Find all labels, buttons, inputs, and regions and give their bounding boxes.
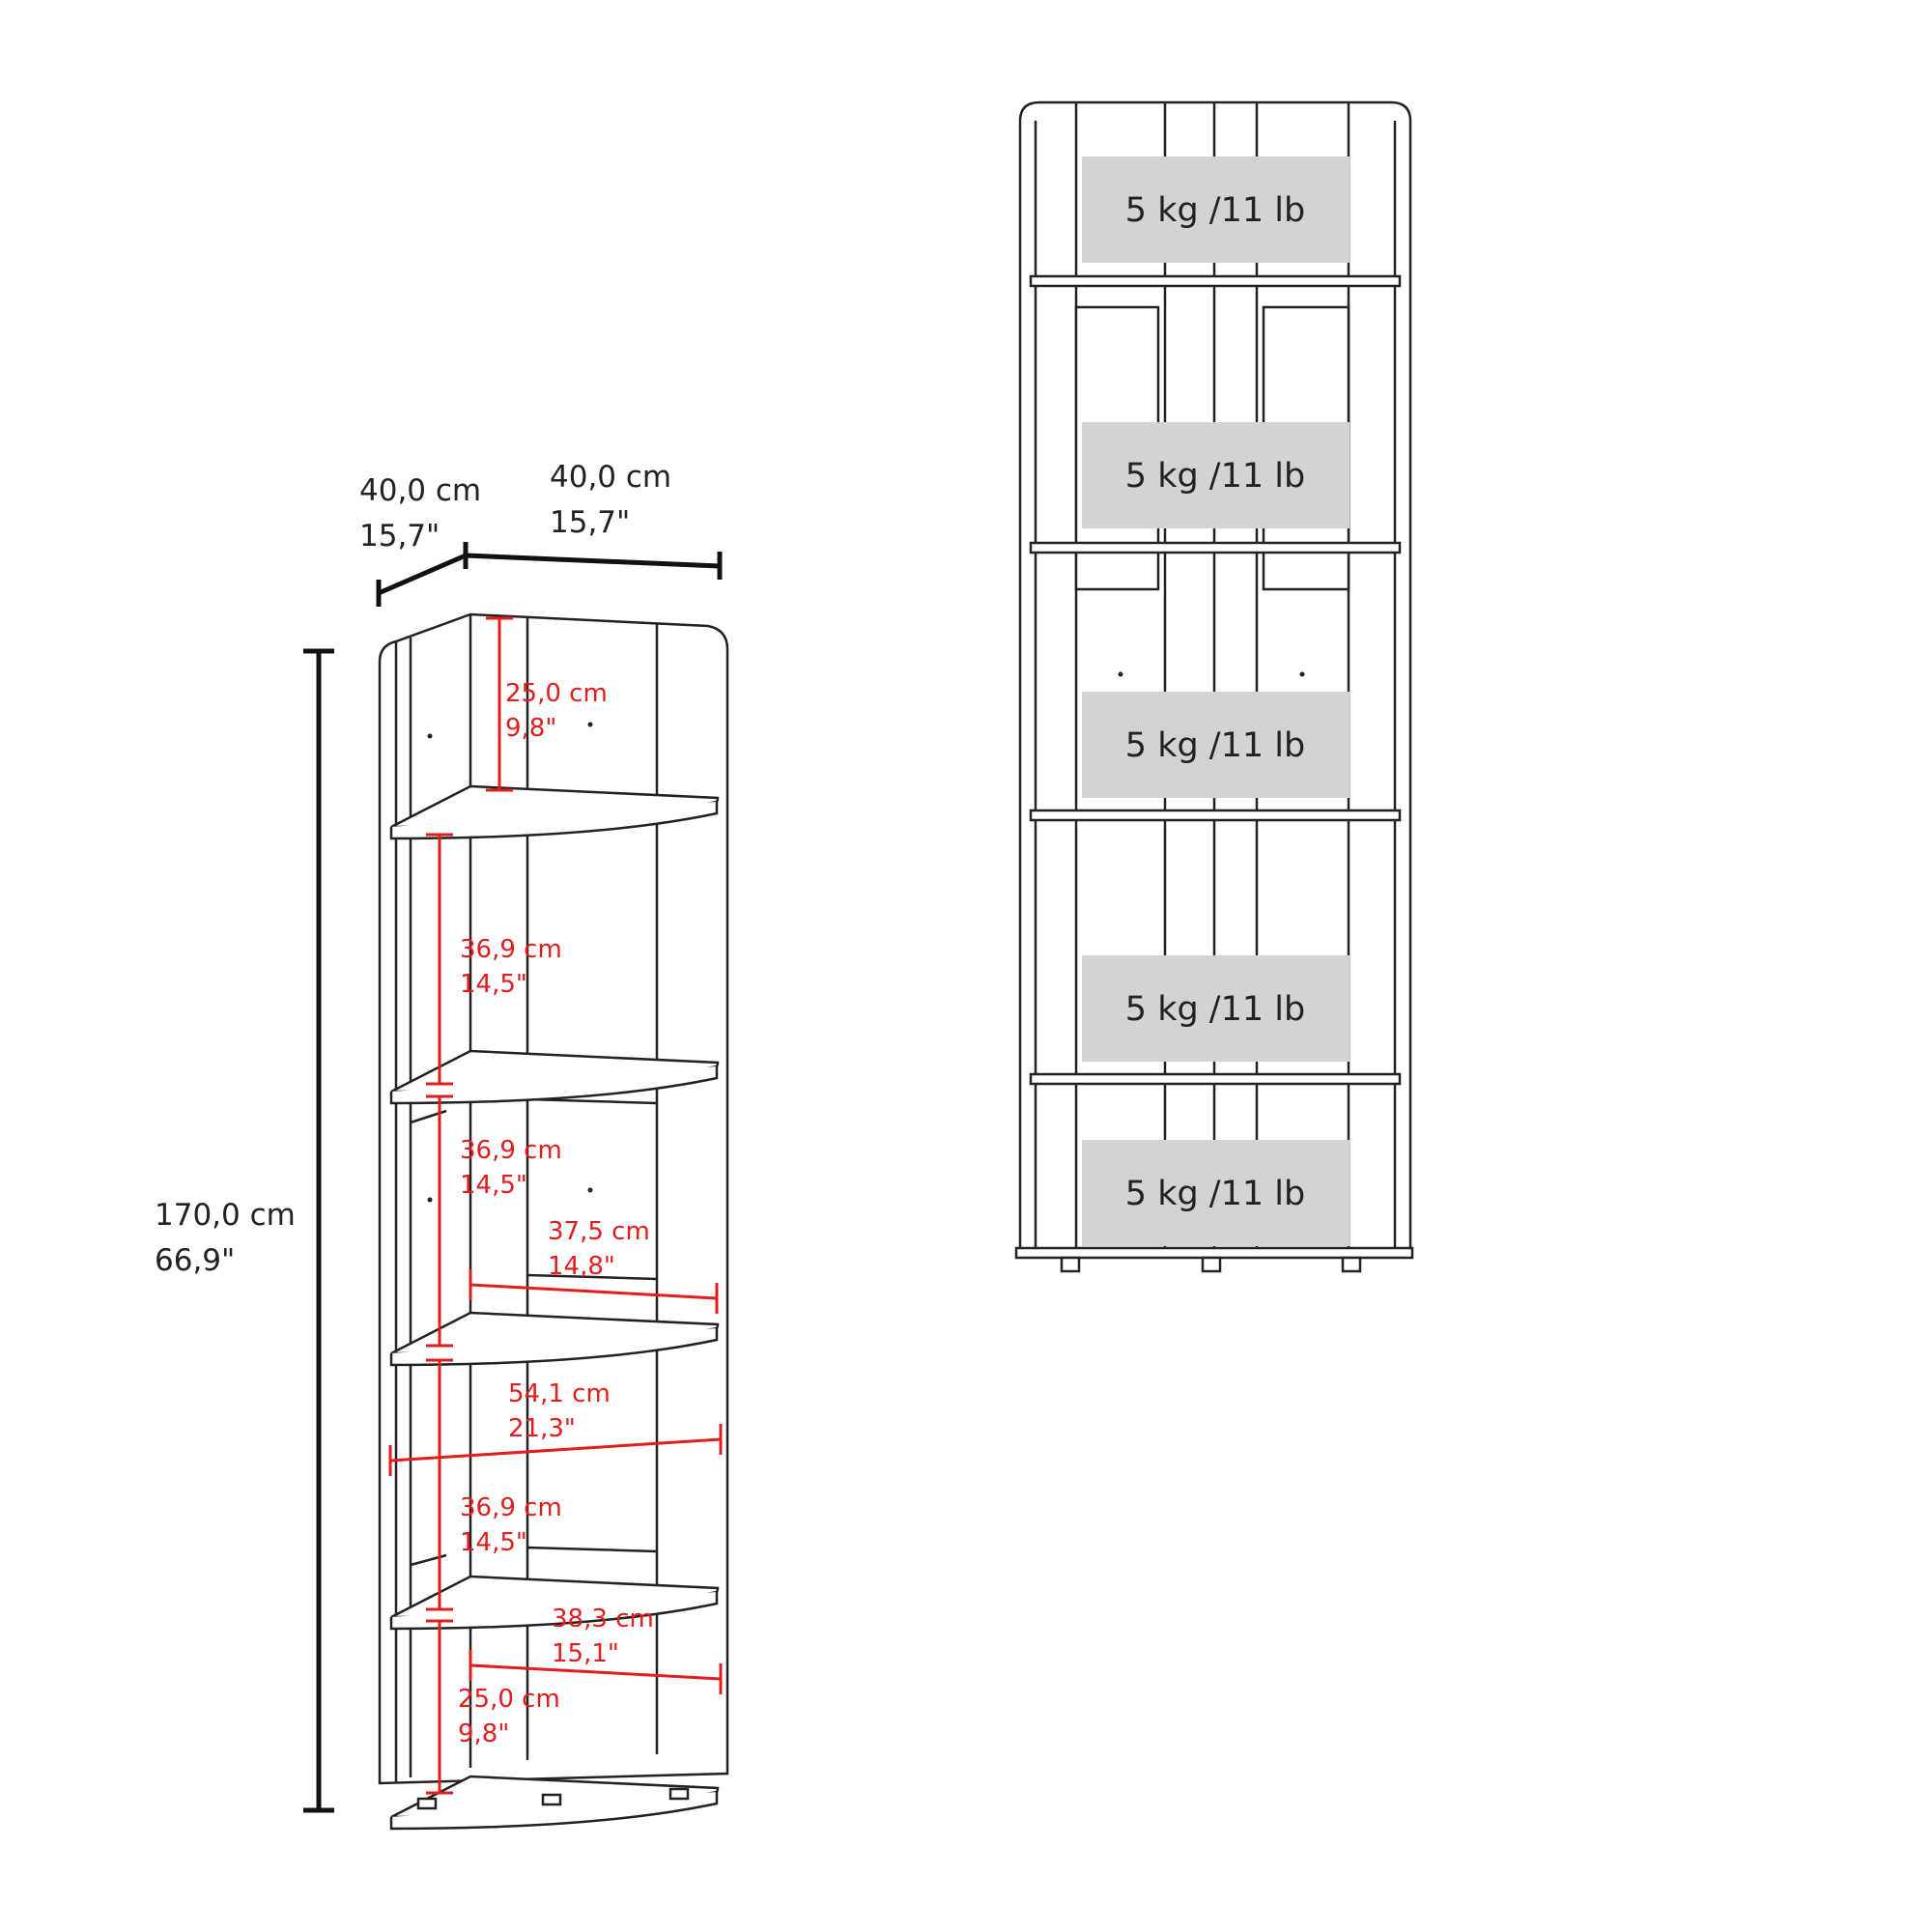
gap-third-in: 14,5" (460, 1171, 527, 1200)
depth-line-left (378, 553, 467, 596)
gap-bottom-cm: 25,0 cm (458, 1685, 560, 1714)
foot (541, 1793, 562, 1806)
load-label: 5 kg /11 lb (1125, 990, 1305, 1029)
gap-top-cm: 25,0 cm (505, 679, 608, 708)
width-diagonal-line (389, 1437, 722, 1463)
shelf-edge (389, 802, 719, 840)
red-labels: 25,0 cm 9,8" 36,9 cm 14,5" 36,9 cm 14,5"… (458, 679, 654, 1748)
front-foot (1060, 1256, 1081, 1273)
shelf-edge (389, 1792, 719, 1831)
back-panel-outline (378, 612, 729, 1785)
height-cm: 170,0 cm (155, 1198, 296, 1233)
gap-fourth-in: 14,5" (460, 1528, 527, 1557)
load-rating-5: 5 kg /11 lb (1082, 1140, 1350, 1246)
corner-shelf-2 (389, 1049, 720, 1105)
load-rating-4: 5 kg /11 lb (1082, 955, 1350, 1062)
front-shelf-3 (1029, 809, 1402, 822)
feet (416, 1787, 690, 1810)
gap-second-cm: 36,9 cm (460, 935, 562, 964)
red-dimensions (388, 616, 723, 1795)
screw-hole (587, 1187, 593, 1193)
front-base (1014, 1246, 1414, 1260)
load-label: 5 kg /11 lb (1125, 1175, 1305, 1213)
gap-top-in: 9,8" (505, 714, 556, 743)
width-diagonal-in: 21,3" (508, 1414, 576, 1443)
front-shelf-4 (1029, 1072, 1402, 1086)
gap-bottom-in: 9,8" (458, 1719, 509, 1748)
gap-third-cm: 36,9 cm (460, 1136, 562, 1165)
width-upper-cm: 37,5 cm (548, 1217, 650, 1246)
width-lower-line (469, 1663, 722, 1681)
shelf-edge (389, 1066, 719, 1105)
depth-right-cm: 40,0 cm (550, 460, 671, 495)
screw-hole (427, 733, 433, 739)
front-shelf-1 (1029, 274, 1402, 288)
screw-hole (1118, 671, 1123, 677)
front-shelf-2 (1029, 541, 1402, 554)
foot (416, 1797, 438, 1810)
screw-hole (587, 722, 593, 727)
load-label: 5 kg /11 lb (1125, 726, 1305, 765)
width-upper-line (469, 1283, 718, 1300)
width-diagonal-cm: 54,1 cm (508, 1379, 611, 1408)
width-lower-in: 15,1" (552, 1639, 619, 1668)
height-in: 66,9" (155, 1243, 235, 1278)
height-dimension-line (303, 648, 334, 1813)
shelf-edge (389, 1328, 719, 1367)
load-box (1082, 692, 1350, 798)
load-label: 5 kg /11 lb (1125, 457, 1305, 496)
screw-hole (1299, 671, 1305, 677)
foot (668, 1787, 690, 1801)
load-ratings: 5 kg /11 lb 5 kg /11 lb 5 kg /11 lb 5 kg /1… (1082, 156, 1350, 1246)
front-foot (1201, 1256, 1222, 1273)
corner-shelf-3 (389, 1311, 720, 1367)
shelf-edge (389, 1592, 719, 1631)
depth-left-in: 15,7" (359, 519, 440, 554)
depth-line-right (465, 553, 721, 569)
load-label: 5 kg /11 lb (1125, 191, 1305, 230)
load-box (1082, 422, 1350, 528)
screw-hole (427, 1197, 433, 1203)
inner-band-3 (526, 1546, 658, 1553)
width-upper-in: 14,8" (548, 1252, 615, 1281)
depth-left-cm: 40,0 cm (359, 473, 481, 508)
corner-shelf-1 (389, 784, 720, 840)
depth-dimension-lines (376, 542, 723, 607)
load-box (1082, 1140, 1350, 1246)
load-rating-3: 5 kg /11 lb (1082, 692, 1350, 798)
front-view-drawing: 5 kg /11 lb 5 kg /11 lb 5 kg /11 lb 5 kg /1… (1014, 100, 1414, 1273)
width-lower-cm: 38,3 cm (552, 1605, 654, 1634)
load-box (1082, 955, 1350, 1062)
corner-shelf-drawing: 40,0 cm 15,7" 40,0 cm 15,7" 170,0 cm 66,… (155, 460, 729, 1831)
front-shelves (1029, 274, 1402, 1086)
load-rating-1: 5 kg /11 lb (1082, 156, 1350, 263)
corner-shelf-4 (389, 1575, 720, 1631)
front-foot (1341, 1256, 1362, 1273)
gap-second-in: 14,5" (460, 970, 527, 999)
depth-right-in: 15,7" (550, 505, 630, 540)
load-box (1082, 156, 1350, 263)
inner-band-2 (526, 1273, 658, 1281)
load-rating-2: 5 kg /11 lb (1082, 422, 1350, 528)
gap-fourth-cm: 36,9 cm (460, 1493, 562, 1522)
